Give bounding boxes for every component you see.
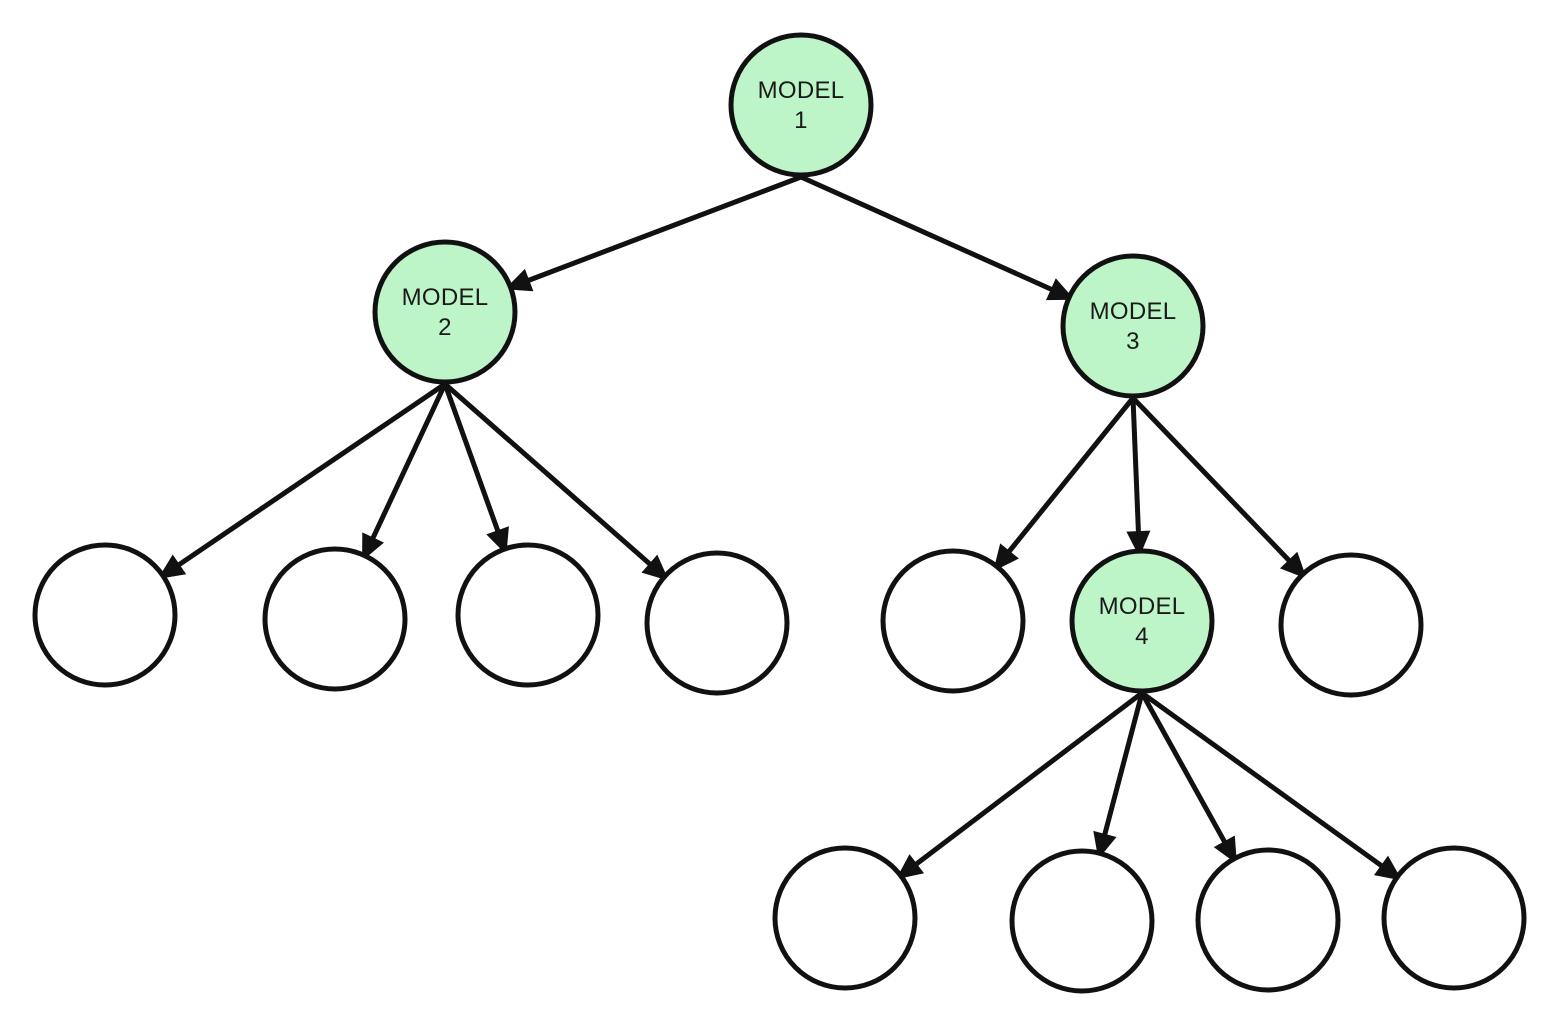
empty-node-c1	[772, 845, 918, 991]
edge-line	[370, 381, 448, 540]
edge-line	[442, 381, 501, 533]
node-circle	[880, 548, 1026, 694]
empty-node-a2	[262, 546, 408, 692]
empty-node-c2	[1009, 848, 1155, 994]
edge-m4-to-c2	[1093, 690, 1145, 860]
node-circle	[1069, 548, 1215, 694]
empty-node-c4	[1381, 845, 1527, 991]
node-label-line: MODEL	[1099, 593, 1186, 620]
edge-line	[442, 381, 652, 567]
node-label-line: 1	[794, 107, 808, 134]
edge-line	[1007, 395, 1136, 554]
arrowhead	[1374, 855, 1403, 881]
arrowhead	[1126, 530, 1151, 558]
node-circle	[372, 239, 518, 385]
node-label-line: 2	[438, 314, 452, 341]
node-circle	[262, 546, 408, 692]
edge-m1-to-m2	[504, 174, 804, 292]
model-node-m4: MODEL 4	[1069, 548, 1215, 694]
model-node-m3: MODEL 3	[1060, 253, 1206, 399]
empty-node-b3	[1278, 552, 1424, 698]
node-circle	[1009, 848, 1155, 994]
node-circle	[1195, 847, 1341, 993]
node-circle	[1060, 253, 1206, 399]
node-label-line: 4	[1135, 623, 1149, 650]
empty-node-c3	[1195, 847, 1341, 993]
empty-node-a4	[644, 550, 790, 696]
arrowhead	[1046, 278, 1075, 301]
edges-layer	[157, 174, 1403, 881]
edge-line	[1102, 690, 1145, 837]
node-label-line: MODEL	[1090, 298, 1177, 325]
arrowhead	[157, 554, 187, 579]
model-node-m1: MODEL 1	[728, 32, 874, 178]
edge-m2-to-a4	[442, 381, 669, 581]
arrowhead	[1213, 835, 1237, 864]
arrowhead	[641, 554, 669, 581]
node-circle	[728, 32, 874, 178]
empty-node-a3	[455, 542, 601, 688]
empty-node-a1	[32, 542, 178, 688]
model-node-m2: MODEL 2	[372, 239, 518, 385]
edge-line	[914, 690, 1145, 867]
edge-m2-to-a2	[362, 381, 448, 561]
node-label-line: 3	[1126, 328, 1140, 355]
edge-m3-to-m4	[1126, 395, 1151, 558]
edge-line	[798, 174, 1054, 292]
node-circle	[1278, 552, 1424, 698]
edge-line	[1130, 395, 1292, 563]
node-circle	[455, 542, 601, 688]
arrowhead	[993, 543, 1019, 572]
arrowhead	[896, 854, 924, 880]
edge-line	[526, 174, 804, 283]
edge-m3-to-b3	[1130, 395, 1307, 579]
empty-node-b1	[880, 548, 1026, 694]
edge-m3-to-b1	[993, 395, 1136, 572]
node-label-line: MODEL	[402, 284, 489, 311]
node-circle	[772, 845, 918, 991]
edge-m4-to-c4	[1139, 690, 1403, 881]
edge-line	[176, 381, 448, 567]
arrowhead	[362, 532, 384, 561]
edge-m4-to-c1	[896, 690, 1145, 880]
edge-line	[1130, 395, 1141, 534]
edge-line	[1139, 690, 1227, 844]
node-circle	[644, 550, 790, 696]
edge-m2-to-a1	[157, 381, 448, 579]
node-circle	[1381, 845, 1527, 991]
edge-line	[1139, 690, 1384, 868]
edge-m1-to-m3	[798, 174, 1075, 301]
node-circle	[32, 542, 178, 688]
node-label-line: MODEL	[758, 77, 845, 104]
edge-m4-to-c3	[1139, 690, 1237, 864]
arrowhead	[1280, 551, 1307, 579]
